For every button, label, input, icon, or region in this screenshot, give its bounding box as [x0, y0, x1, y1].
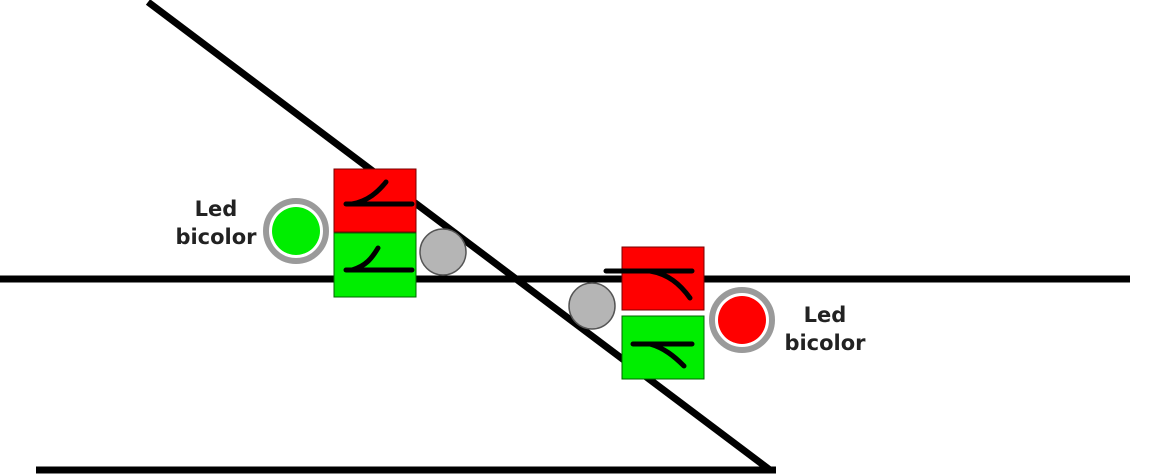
turnout-switch-icon — [603, 268, 695, 301]
turnout-switch-icon — [343, 245, 415, 273]
right-green-turnout-button[interactable] — [621, 315, 705, 380]
right-led-label-line1: Led — [804, 303, 847, 327]
left-sensor-circle-icon — [419, 228, 467, 276]
right-red-turnout-button[interactable] — [603, 246, 705, 311]
turnout-switch-icon — [630, 341, 695, 369]
left-led-icon — [263, 198, 329, 264]
right-sensor-circle-icon — [568, 282, 616, 330]
left-green-turnout-button[interactable] — [333, 232, 417, 298]
left-led-label-line2: bicolor — [175, 225, 257, 249]
left-led-label-line1: Led — [195, 197, 238, 221]
turnout-switch-icon — [343, 179, 415, 207]
right-led-label-line2: bicolor — [784, 331, 866, 355]
right-led-icon — [709, 287, 775, 353]
left-red-turnout-button[interactable] — [333, 168, 417, 233]
